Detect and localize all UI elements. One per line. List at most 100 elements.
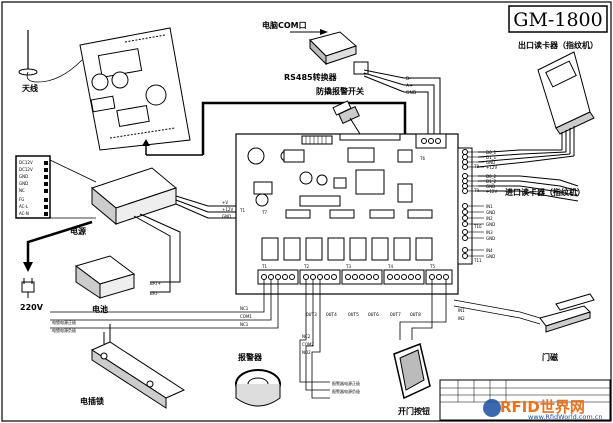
out3-label: OUT3 xyxy=(306,312,317,318)
relay-com1: COM1 xyxy=(240,314,252,319)
v220-label: 220V xyxy=(20,303,44,312)
exit-reader: 出口读卡器（指纹机） xyxy=(477,40,598,168)
r2-pin-gnd: GND xyxy=(486,184,495,189)
out5-label: OUT5 xyxy=(348,312,359,318)
out8-label: OUT8 xyxy=(410,312,421,318)
watermark-url: www.RfidWorld.com.cn xyxy=(528,413,603,421)
r2-pin-d0: D0_2 xyxy=(486,174,497,179)
psu-pin-2: DC12V xyxy=(19,167,33,172)
title-block xyxy=(439,379,611,421)
bat-minus: BAT- xyxy=(150,291,159,296)
relay-no2: NO2 xyxy=(302,350,311,355)
tag-t1: T1 xyxy=(261,264,267,269)
out4-label: OUT4 xyxy=(326,312,337,318)
electric-lock: 电插锁 xyxy=(80,324,186,409)
bottom-terminals xyxy=(257,269,453,285)
title-box: GM-1800 xyxy=(508,5,608,33)
tag-t10: T10 xyxy=(473,224,482,229)
psu-pin-7: AC-L xyxy=(19,204,29,209)
tag-t4: T4 xyxy=(387,264,393,269)
entry-reader-label: 进口读卡器（指纹机） xyxy=(505,187,585,197)
watermark-main: RFID世界网 xyxy=(500,398,585,416)
tamper-label: 防撬报警开关 xyxy=(316,86,364,96)
psu-pin-3: GND xyxy=(19,174,28,179)
in2-label: IN2 xyxy=(458,316,465,321)
psu-pin-1: DC12V xyxy=(19,160,33,165)
tag-t7: T7 xyxy=(261,210,267,215)
battery: 电池 BAT+ BAT- xyxy=(74,255,161,314)
tamper-switch: 防撬报警开关 xyxy=(316,86,364,135)
tag-t1-power: T1 xyxy=(239,208,245,213)
power-label: 电源 xyxy=(70,226,86,236)
alarm-siren: 报警器 报警器电源正极 报警器电源负极 xyxy=(235,352,360,407)
door-sensor: 门磁 xyxy=(539,293,595,362)
in-pin-4: GND xyxy=(486,222,495,227)
tag-t8: T8 xyxy=(473,164,479,169)
in-pin-2: GND xyxy=(486,210,495,215)
tag-t5: T5 xyxy=(429,264,435,269)
ac-plug: 220V xyxy=(20,220,93,312)
in-pin-3: IN2 xyxy=(486,216,493,221)
battery-label: 电池 xyxy=(92,304,108,314)
psu-pin-6: FG xyxy=(19,197,24,202)
tag-t2: T2 xyxy=(303,264,309,269)
rs485-a-label: A+ xyxy=(406,83,413,89)
tag-t6: T6 xyxy=(419,156,425,161)
relay-com2: COM2 xyxy=(302,342,314,347)
r2-pin-d1: D1_2 xyxy=(486,179,497,184)
lock-label: 电插锁 xyxy=(80,396,104,406)
tag-t11: T11 xyxy=(473,258,482,263)
lock-pos-label: 电锁电源正极 xyxy=(52,319,76,325)
in-pin-6: GND xyxy=(486,236,495,241)
r2-pin-12v: +12V xyxy=(486,189,497,194)
alarm-pos-label: 报警器电源正极 xyxy=(332,380,360,386)
rs485-converter: RS485转换器 B- A+ GND xyxy=(284,31,441,134)
exit-reader-label: 出口读卡器（指纹机） xyxy=(518,40,598,50)
antenna-label: 天线 xyxy=(22,83,38,93)
out6-label: OUT6 xyxy=(368,312,379,318)
antenna: 天线 xyxy=(18,30,83,93)
pc-com-label: 电脑COM口 xyxy=(262,20,307,30)
tag-t9: T9 xyxy=(473,188,479,193)
in-pin-1: IN1 xyxy=(486,204,493,209)
r1-pin-gnd: GND xyxy=(486,160,495,165)
psu-out-12v: +12V xyxy=(222,207,233,212)
alarm-neg-label: 报警器电源负极 xyxy=(332,388,360,394)
bat-plus: BAT+ xyxy=(150,281,161,286)
r1-pin-d1: D1_1 xyxy=(486,155,497,160)
psu-out-v: +V xyxy=(222,200,228,205)
exit-button-device: 开门按钮 xyxy=(393,342,431,416)
out7-label: OUT7 xyxy=(390,312,401,318)
in-pin-7: IN4 xyxy=(486,248,493,253)
psu-pin-8: AC-N xyxy=(19,211,29,216)
r1-pin-12v: +12V xyxy=(486,165,497,170)
r1-pin-d0: D0_1 xyxy=(486,150,497,155)
power-supply: DC12V DC12V GND GND NC FG AC-L AC-N 电源 +… xyxy=(15,155,245,293)
controller-board: OUT3 OUT4 OUT5 OUT6 OUT7 OUT8 T1 T2 T3 T… xyxy=(235,133,459,318)
in-pin-5: IN3 xyxy=(486,230,493,235)
lock-neg-label: 电锁电源负极 xyxy=(52,327,76,333)
rf-arrow xyxy=(142,101,407,156)
psu-out-gnd: GND xyxy=(222,214,231,219)
alarm-label: 报警器 xyxy=(238,352,263,362)
model-title: GM-1800 xyxy=(513,9,602,31)
psu-pin-5: NC xyxy=(19,188,25,193)
tag-t3: T3 xyxy=(345,264,351,269)
in1-label: IN1 xyxy=(458,308,465,313)
relay-wiring xyxy=(50,280,541,399)
rs485-b-label: B- xyxy=(406,76,411,82)
relay-nc1b: NC1 xyxy=(240,322,249,327)
rs485-label: RS485转换器 xyxy=(284,72,338,82)
right-terminal-strip: D0_1 D1_1 GND +12V D0_2 D1_2 GND +12V IN… xyxy=(457,147,497,265)
watermark: RFID世界网 www.RfidWorld.com.cn xyxy=(483,398,603,421)
relay-nc2: NC2 xyxy=(302,334,311,339)
relay-nc1: NC1 xyxy=(240,306,249,311)
door-sensor-label: 门磁 xyxy=(542,352,558,362)
in-pin-8: GND xyxy=(486,254,495,259)
entry-reader: 进口读卡器（指纹机） xyxy=(478,175,585,202)
rs485-gnd-label: GND xyxy=(406,90,417,96)
psu-pin-4: GND xyxy=(19,181,28,186)
rf-module xyxy=(79,27,191,151)
